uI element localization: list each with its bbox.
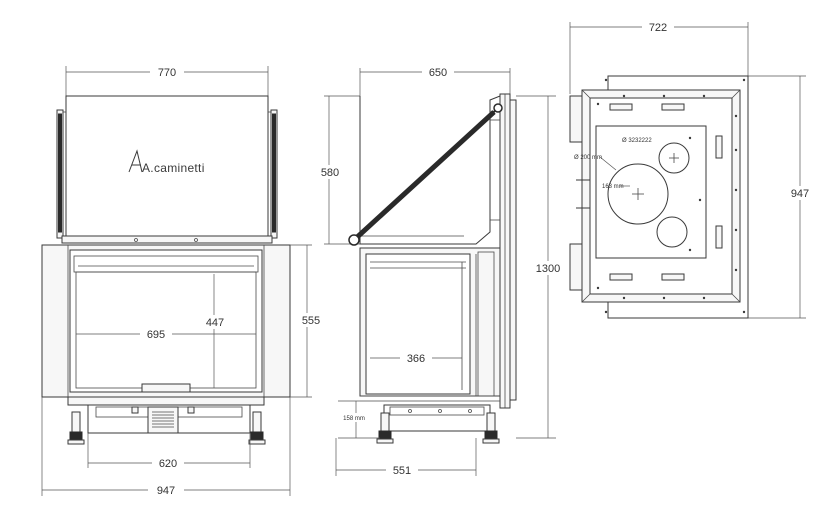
side-left-foot	[376, 412, 394, 444]
side-depth-top-label: 650	[429, 67, 447, 79]
side-gas-strut	[348, 103, 503, 246]
top-rivets	[596, 78, 746, 314]
front-total-width-label: 947	[157, 485, 175, 497]
front-view: 770 A.caminetti	[41, 65, 323, 497]
top-flue-upper	[658, 142, 690, 174]
top-flue-large-label: Ø 200 mm	[574, 155, 602, 161]
front-inner-width-dimension: 695	[76, 327, 256, 341]
side-inner-depth-dimension: 366	[370, 351, 462, 365]
brand-logo-text: A.caminetti	[142, 161, 205, 175]
front-right-rail-bar	[272, 113, 276, 233]
front-inner-height-label: 447	[206, 317, 224, 329]
side-total-height-label: 1300	[536, 263, 560, 275]
top-slots	[609, 103, 723, 281]
side-base-height-dimension: 158 mm	[338, 400, 380, 439]
side-depth-top-dimension: 650	[359, 65, 511, 96]
front-total-width-dimension: 947	[41, 397, 291, 497]
front-width-top-label: 770	[158, 67, 176, 79]
front-width-top-dimension: 770	[65, 65, 269, 96]
front-left-rail-bar	[58, 113, 62, 233]
front-vent-grille	[147, 406, 179, 434]
side-base	[383, 404, 491, 432]
top-width-label: 722	[649, 22, 667, 34]
front-right-foot	[248, 411, 266, 445]
front-base-width-label: 620	[159, 458, 177, 470]
side-right-foot	[482, 412, 500, 444]
side-base-height-label: 158 mm	[343, 416, 365, 422]
front-door-handle	[141, 383, 191, 393]
side-door-height-dimension: 580	[316, 95, 360, 245]
top-flue-lower	[656, 216, 688, 248]
top-flue-upper-label: Ø 3232222	[622, 138, 652, 144]
side-door-height-label: 580	[321, 167, 339, 179]
front-base-width-dimension: 620	[87, 433, 251, 470]
front-inner-width-label: 695	[147, 329, 165, 341]
side-base-depth-label: 551	[393, 465, 411, 477]
brand-logo: A.caminetti	[128, 149, 205, 175]
front-hood-panel	[65, 95, 269, 237]
top-view: 722 947	[569, 20, 816, 319]
side-view: 650 580	[316, 65, 566, 477]
side-total-height-dimension: 1300	[516, 95, 566, 439]
top-depth-dimension: 947	[748, 75, 816, 319]
front-inner-height-dimension: 447	[200, 274, 230, 388]
top-flue-small-label: 163 mm	[602, 184, 624, 190]
front-height-label: 555	[302, 315, 320, 327]
front-height-dimension: 555	[290, 244, 323, 398]
side-base-depth-dimension: 551	[335, 438, 477, 477]
top-depth-label: 947	[791, 188, 809, 200]
top-flue-large	[607, 163, 669, 225]
front-left-foot	[67, 411, 85, 445]
side-inner-depth-label: 366	[407, 353, 425, 365]
top-width-dimension: 722	[569, 20, 749, 94]
front-glass-door	[69, 249, 263, 393]
